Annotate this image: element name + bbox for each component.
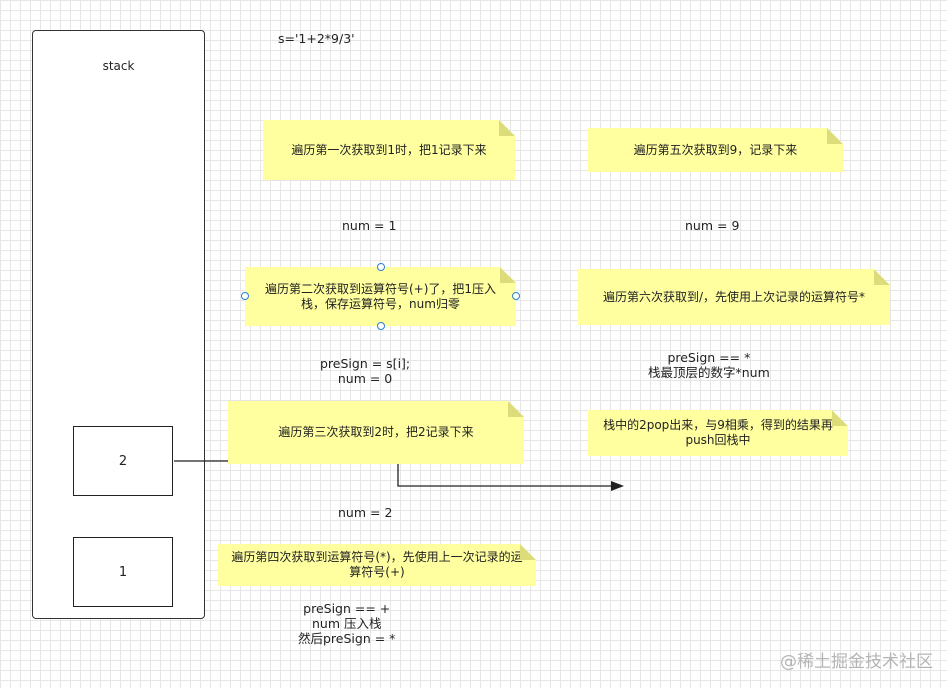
stack-container[interactable]: stack xyxy=(32,30,205,619)
selection-handle-bottom[interactable] xyxy=(377,322,385,330)
step-note-3[interactable]: 遍历第三次获取到2时，把2记录下来 xyxy=(228,401,524,464)
step-note-4[interactable]: 遍历第四次获取到运算符号(*)，先使用上一次记录的运算符号(+) xyxy=(218,544,536,586)
presign-label-2: preSign == + num 压入栈 然后preSign = * xyxy=(298,601,396,646)
watermark: @稀土掘金技术社区 xyxy=(780,652,933,672)
step-note-5[interactable]: 遍历第五次获取到9，记录下来 xyxy=(588,128,843,172)
note-text: 遍历第六次获取到/，先使用上次记录的运算符号* xyxy=(602,289,866,304)
note-text: 遍历第一次获取到1时，把1记录下来 xyxy=(291,142,487,157)
stack-title: stack xyxy=(102,59,135,73)
stack-item-top[interactable]: 2 xyxy=(73,426,173,496)
selection-handle-right[interactable] xyxy=(512,292,520,300)
stack-item-value: 2 xyxy=(118,453,128,469)
note-text: 遍历第二次获取到运算符号(+)了，把1压入栈，保存运算符号，num归零 xyxy=(264,281,497,311)
stack-item-bottom[interactable]: 1 xyxy=(73,537,173,607)
selection-handle-top[interactable] xyxy=(377,263,385,271)
presign-label-3: preSign == * 栈最顶层的数字*num xyxy=(648,350,770,380)
note-text: 栈中的2pop出来，与9相乘，得到的结果再push回栈中 xyxy=(603,418,833,447)
step-note-7[interactable]: 栈中的2pop出来，与9相乘，得到的结果再push回栈中 xyxy=(588,410,848,456)
note-text: 遍历第三次获取到2时，把2记录下来 xyxy=(278,425,474,439)
expression-label: s='1+2*9/3' xyxy=(278,31,355,46)
stack-item-value: 1 xyxy=(118,564,128,580)
selection-handle-left[interactable] xyxy=(241,292,249,300)
step-note-6[interactable]: 遍历第六次获取到/，先使用上次记录的运算符号* xyxy=(578,269,890,325)
num-label-2: num = 2 xyxy=(338,505,393,520)
presign-label-1: preSign = s[i]; num = 0 xyxy=(320,356,411,386)
step-note-2[interactable]: 遍历第二次获取到运算符号(+)了，把1压入栈，保存运算符号，num归零 xyxy=(245,267,516,326)
note-text: 遍历第四次获取到运算符号(*)，先使用上一次记录的运算符号(+) xyxy=(231,550,523,579)
num-label-1: num = 1 xyxy=(342,218,397,233)
step-note-1[interactable]: 遍历第一次获取到1时，把1记录下来 xyxy=(263,120,515,180)
note-text: 遍历第五次获取到9，记录下来 xyxy=(633,142,798,157)
num-label-3: num = 9 xyxy=(685,218,740,233)
